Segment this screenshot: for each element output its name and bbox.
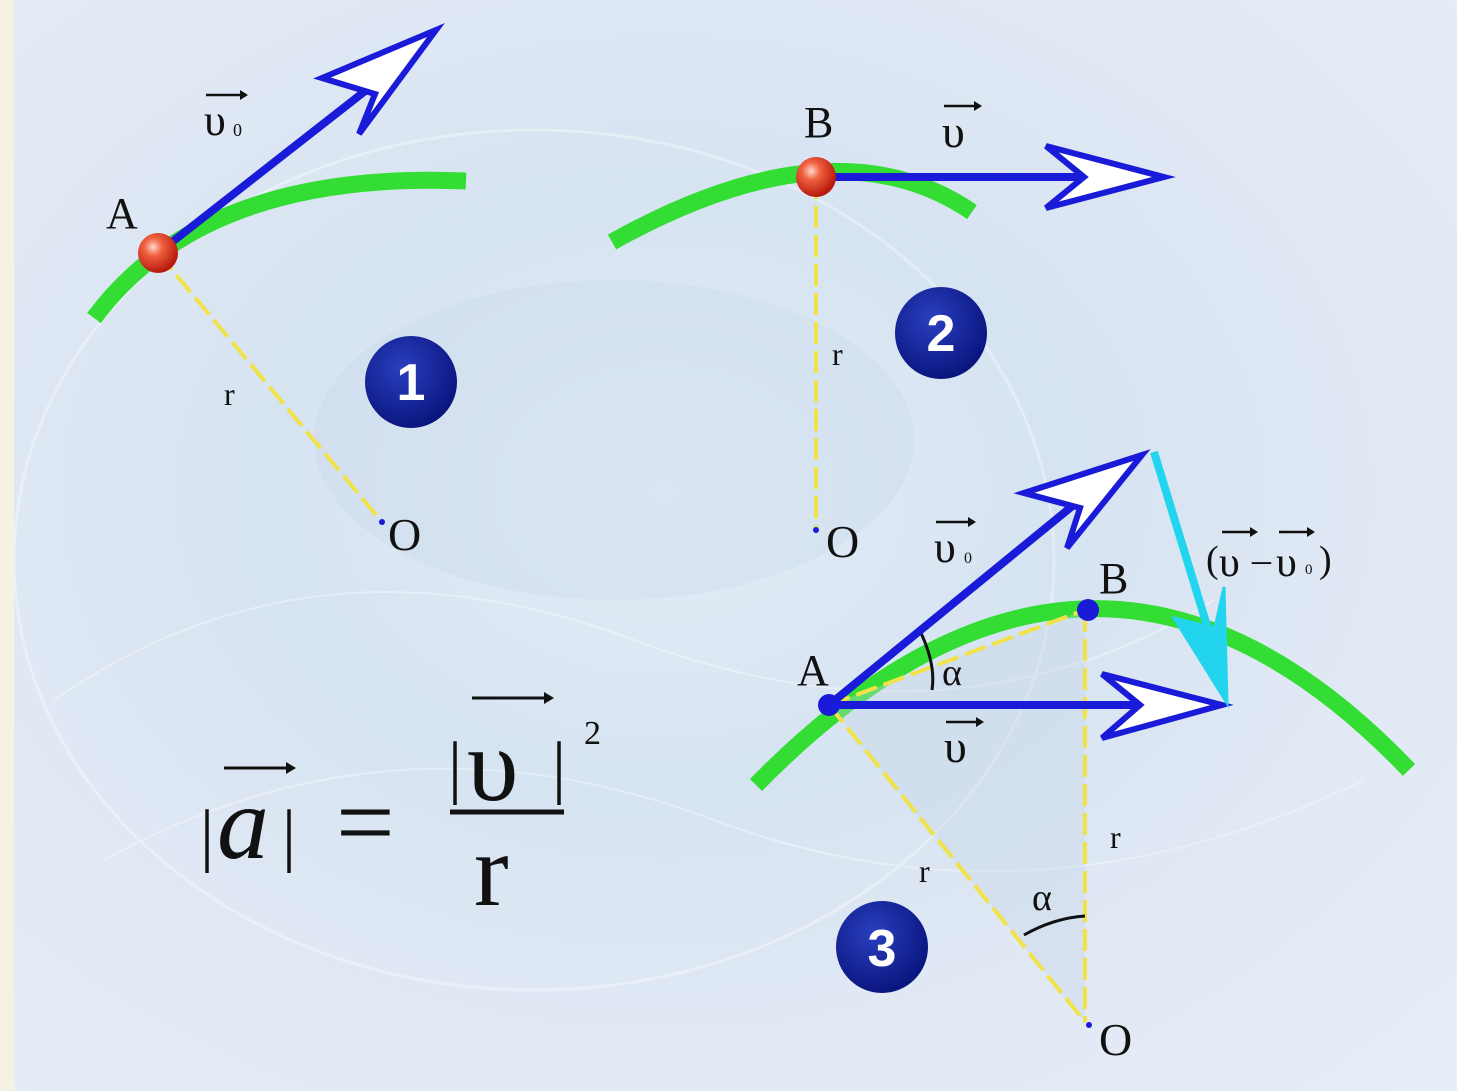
velocity-label: υ 0 [204, 90, 248, 145]
angle-arc-bottom [1023, 914, 1086, 937]
ball [138, 233, 178, 273]
formula-acceleration: a [217, 766, 269, 881]
v0-arrowhead [1013, 449, 1151, 550]
v0-label: υ 0 [934, 517, 976, 572]
badge-2-number: 2 [927, 305, 956, 363]
delta-v-symbol: υ [1219, 540, 1240, 586]
delta-v-label: ( υ – υ 0 ) [1206, 527, 1332, 586]
vector-arrow-tip [240, 90, 248, 100]
angle-arc-top [918, 630, 935, 691]
radius-line-a [827, 703, 1087, 1024]
vector-arrow-tip [1307, 527, 1315, 537]
radius-label-right: r [1110, 819, 1121, 855]
formula-num-abs-left: | [448, 729, 462, 806]
vector-arrow-tip [974, 101, 982, 111]
velocity-arrowhead [1044, 143, 1176, 211]
formula-velocity: υ [467, 708, 519, 823]
v0-symbol: υ [934, 523, 956, 572]
ball [796, 157, 836, 197]
formula-abs-left: | [200, 797, 214, 874]
panel-1: A O r υ 0 1 [87, 22, 467, 560]
point-a-label: A [106, 189, 138, 238]
center-point [1086, 1022, 1092, 1028]
formula-equals: = [336, 765, 395, 880]
vector-arrow-tip [544, 692, 554, 704]
chord-line-ab [828, 608, 1086, 707]
center-o-label: O [388, 509, 421, 560]
point-a-dot [818, 694, 840, 716]
badge-3: 3 [836, 901, 928, 993]
point-b-dot [1077, 599, 1099, 621]
slide-background: A O r υ 0 1 B O r υ 2 [14, 0, 1457, 1091]
badge-1: 1 [365, 336, 457, 428]
formula-radius: r [474, 813, 509, 928]
v0-vector [826, 486, 1095, 709]
delta-close-paren: ) [1319, 539, 1332, 581]
velocity-vector [155, 66, 395, 257]
circular-motion-diagram: A O r υ 0 1 B O r υ 2 [14, 22, 1416, 1065]
centripetal-acceleration-formula: | a | = | υ | 2 r [200, 692, 601, 928]
v-label: υ [944, 717, 984, 772]
vector-arrow-tip [286, 762, 296, 774]
badge-3-number: 3 [868, 920, 897, 978]
v-symbol: υ [944, 721, 967, 772]
angle-label-bottom: α [1032, 877, 1052, 919]
radius-label: r [832, 336, 843, 372]
delta-minus: – [1251, 539, 1272, 581]
badge-2: 2 [895, 287, 987, 379]
velocity-symbol: υ [942, 106, 965, 157]
vector-arrow-tip [968, 517, 976, 527]
center-point [813, 527, 819, 533]
formula-exponent: 2 [584, 715, 601, 752]
radius-label-left: r [919, 853, 930, 889]
velocity-subscript: 0 [233, 120, 242, 140]
v0-subscript: 0 [964, 550, 972, 567]
center-point [379, 519, 385, 525]
panel-2: B O r υ 2 [607, 98, 1176, 567]
delta-v-vector [1150, 450, 1216, 644]
trajectory-arc [87, 171, 467, 324]
velocity-arrowhead [313, 22, 445, 136]
panel-3: A B O r r α α υ 0 υ ( υ – υ 0 ) [749, 449, 1416, 1065]
point-b-label: B [804, 98, 833, 147]
center-o-label: O [826, 516, 859, 567]
vector-arrow-tip [1250, 527, 1258, 537]
delta-v0-subscript: 0 [1305, 562, 1313, 578]
center-o-label: O [1099, 1014, 1132, 1065]
velocity-label: υ [942, 101, 982, 157]
delta-v-arrowhead [1170, 586, 1229, 709]
delta-v0-symbol: υ [1276, 540, 1297, 586]
point-a-label: A [797, 646, 829, 695]
radius-label: r [224, 376, 235, 412]
radius-line [156, 251, 384, 524]
delta-open-paren: ( [1206, 539, 1219, 581]
v-arrowhead [1100, 671, 1234, 741]
formula-abs-right: | [282, 797, 296, 874]
background-decoration [14, 128, 1365, 992]
point-b-label: B [1099, 554, 1128, 603]
vector-arrow-tip [976, 717, 984, 727]
badge-1-number: 1 [397, 354, 426, 412]
trajectory-arc [607, 162, 977, 250]
angle-label-top: α [942, 652, 962, 694]
formula-num-abs-right: | [552, 729, 566, 806]
triangle-shading [829, 610, 1085, 1022]
velocity-symbol: υ [204, 96, 226, 145]
